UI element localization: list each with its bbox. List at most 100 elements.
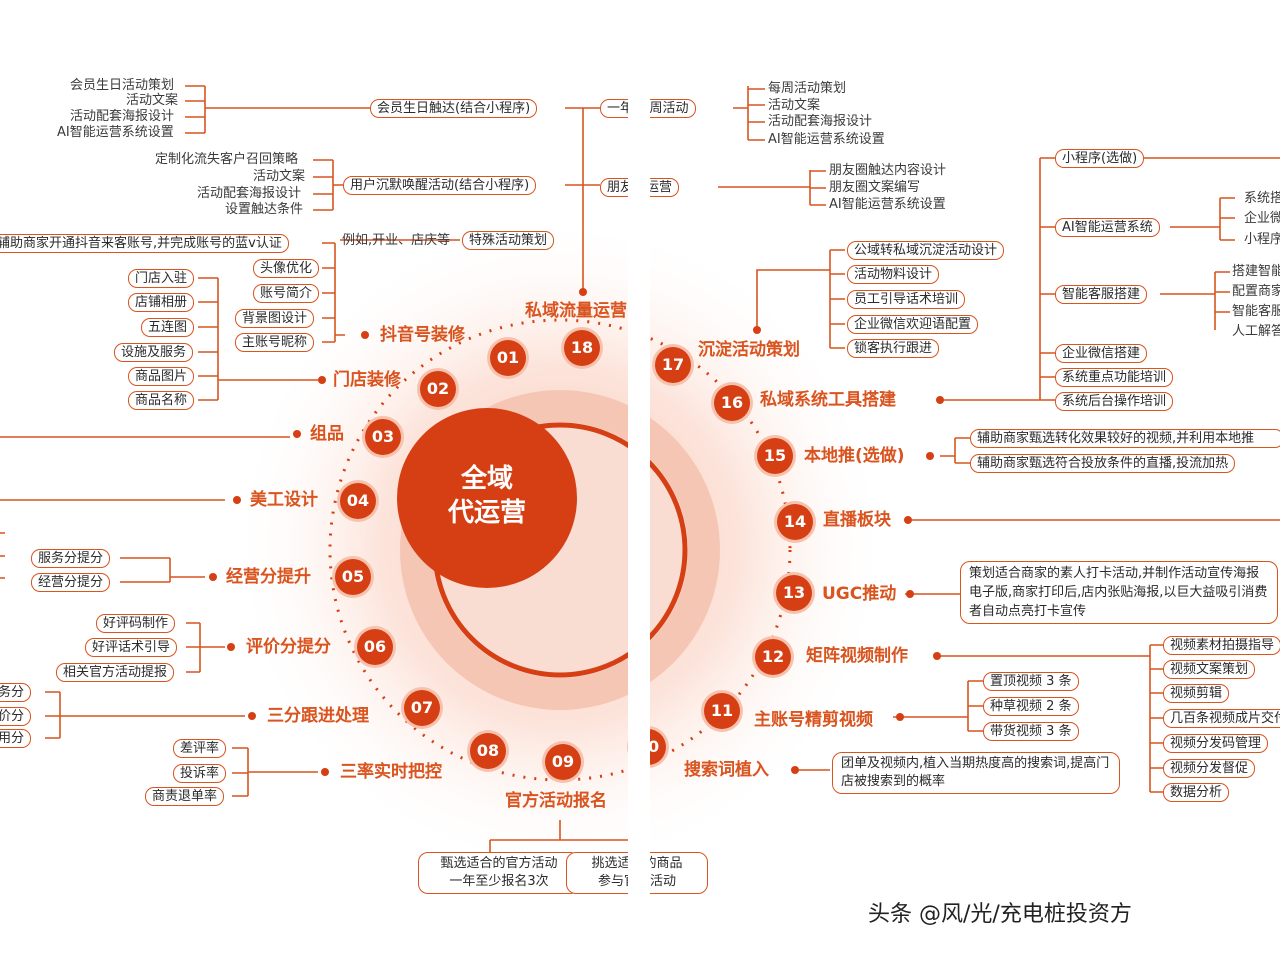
official-a1: 甄选适合的官方活动 bbox=[440, 856, 558, 871]
matrix-item: 视频分发督促 bbox=[1163, 759, 1256, 778]
biz-item: 经营分提分 bbox=[31, 573, 111, 592]
douyin-item: 主账号昵称 bbox=[235, 333, 315, 352]
rate-item: 投诉率 bbox=[173, 764, 227, 783]
birthday-item: 活动文案 bbox=[126, 93, 179, 108]
tools-cs-item: 智能客服 bbox=[1232, 304, 1280, 319]
rate-item: 差评率 bbox=[173, 739, 227, 758]
silent-item: 定制化流失客户召回策略 bbox=[155, 152, 299, 167]
birthday-item: 会员生日活动策划 bbox=[70, 78, 175, 93]
matrix-item: 视频素材拍摄指导 bbox=[1163, 636, 1280, 655]
tools-cs-item: 配置商家 bbox=[1232, 284, 1280, 299]
settle-item: 锁客执行跟进 bbox=[847, 339, 940, 358]
center-line2: 代运营 bbox=[447, 498, 526, 528]
badge-04: 04 bbox=[340, 483, 376, 519]
cat-04: 美工设计 bbox=[250, 490, 318, 510]
birthday-item: AI智能运营系统设置 bbox=[57, 125, 174, 140]
tools-cs: 智能客服搭建 bbox=[1055, 285, 1148, 304]
store-item: 商品名称 bbox=[128, 391, 195, 410]
store-item: 五连图 bbox=[141, 318, 195, 337]
tools-ai-item: 系统搭建 bbox=[1244, 191, 1280, 206]
weekly-item: 活动文案 bbox=[768, 98, 821, 113]
cat-10: 搜索词植入 bbox=[684, 760, 769, 780]
badge-11: 11 bbox=[704, 693, 740, 729]
matrix-item: 数据分析 bbox=[1163, 783, 1230, 802]
badge-16: 16 bbox=[714, 385, 750, 421]
watermark: 头条 @风/光/充电桩投资方 bbox=[868, 902, 1132, 927]
cat-18: 私域流量运营 bbox=[525, 301, 627, 321]
tools-ai-item: 企业微信 bbox=[1244, 211, 1280, 226]
three-item: 服务分 bbox=[0, 683, 32, 702]
cat-03: 组品 bbox=[310, 424, 344, 444]
main-item: 种草视频 2 条 bbox=[983, 697, 1079, 716]
settle-item: 企业微信欢迎语配置 bbox=[847, 315, 979, 334]
badge-13: 13 bbox=[776, 575, 812, 611]
three-item: 信用分 bbox=[0, 729, 32, 748]
store-item: 设施及服务 bbox=[114, 343, 194, 362]
badge-17: 17 bbox=[655, 347, 691, 383]
silent-item: 活动配套海报设计 bbox=[197, 186, 302, 201]
badge-18: 18 bbox=[564, 330, 600, 366]
silent-item: 活动文案 bbox=[253, 169, 306, 184]
cat-07: 三分跟进处理 bbox=[267, 706, 369, 726]
weekly-item: AI智能运营系统设置 bbox=[768, 132, 885, 147]
douyin-account-box: 辅助商家开通抖音来客账号,并完成账号的蓝v认证 bbox=[0, 234, 289, 253]
badge-02: 02 bbox=[420, 371, 456, 407]
tools-wx: 企业微信搭建 bbox=[1055, 344, 1148, 363]
moments-item: 朋友圈触达内容设计 bbox=[829, 163, 947, 178]
review-item: 相关官方活动提报 bbox=[56, 663, 175, 682]
split-divider bbox=[628, 0, 650, 955]
tools-cs-item: 人工解答 bbox=[1232, 324, 1280, 339]
tools-wx: 系统后台操作培训 bbox=[1055, 392, 1174, 411]
matrix-item: 视频剪辑 bbox=[1163, 684, 1230, 703]
three-item: 评价分 bbox=[0, 707, 32, 726]
local-item: 辅助商家甄选符合投放条件的直播,投流加热 bbox=[970, 454, 1236, 473]
moments-item: 朋友圈文案编写 bbox=[829, 180, 921, 195]
special-box: 特殊活动策划 bbox=[462, 231, 555, 250]
badge-14: 14 bbox=[777, 504, 813, 540]
center-hub: 全域 代运营 bbox=[397, 408, 577, 588]
official-box-a: 甄选适合的官方活动 一年至少报名3次 bbox=[418, 852, 580, 894]
weekly-item: 每周活动策划 bbox=[768, 81, 847, 96]
cat-17: 沉淀活动策划 bbox=[698, 340, 800, 360]
tools-ai-item: 小程序 bbox=[1244, 232, 1280, 247]
tools-ai: AI智能运营系统 bbox=[1055, 218, 1160, 237]
birthday-box: 会员生日触达(结合小程序) bbox=[370, 99, 538, 118]
badge-03: 03 bbox=[365, 419, 401, 455]
dotted-ring bbox=[328, 318, 792, 782]
settle-item: 活动物料设计 bbox=[847, 265, 940, 284]
cat-15: 本地推(选做) bbox=[804, 446, 905, 466]
search-text: 团单及视频内,植入当期热度高的搜索词,提高门店被搜索到的概率 bbox=[832, 752, 1120, 794]
matrix-item: 几百条视频成片交付 bbox=[1163, 709, 1280, 728]
badge-01: 01 bbox=[490, 340, 526, 376]
badge-05: 05 bbox=[335, 559, 371, 595]
review-item: 好评话术引导 bbox=[85, 638, 178, 657]
center-line1: 全域 bbox=[460, 464, 513, 494]
douyin-item: 头像优化 bbox=[253, 259, 320, 278]
cat-08: 三率实时把控 bbox=[340, 762, 442, 782]
badge-15: 15 bbox=[757, 438, 793, 474]
review-item: 好评码制作 bbox=[96, 614, 176, 633]
badge-09: 09 bbox=[545, 744, 581, 780]
silent-box: 用户沉默唤醒活动(结合小程序) bbox=[343, 176, 537, 195]
settle-item: 公域转私域沉淀活动设计 bbox=[847, 241, 1005, 260]
cat-11: 主账号精剪视频 bbox=[754, 710, 873, 730]
badge-06: 06 bbox=[357, 629, 393, 665]
matrix-item: 视频分发码管理 bbox=[1163, 734, 1269, 753]
cat-01: 抖音号装修 bbox=[380, 325, 465, 345]
settle-item: 员工引导话术培训 bbox=[847, 290, 966, 309]
cat-12: 矩阵视频制作 bbox=[806, 646, 908, 666]
cat-14: 直播板块 bbox=[823, 510, 891, 530]
local-item: 辅助商家甄选转化效果较好的视频,并利用本地推 bbox=[970, 429, 1280, 448]
badge-08: 08 bbox=[470, 733, 506, 769]
moments-item: AI智能运营系统设置 bbox=[829, 197, 946, 212]
main-item: 置顶视频 3 条 bbox=[983, 672, 1079, 691]
cat-09: 官方活动报名 bbox=[505, 791, 607, 811]
silent-item: 设置触达条件 bbox=[225, 202, 304, 217]
douyin-item: 账号简介 bbox=[253, 284, 320, 303]
cat-16: 私域系统工具搭建 bbox=[760, 390, 896, 410]
cat-13: UGC推动 bbox=[822, 584, 897, 604]
special-note: 例如,开业、店庆等 bbox=[342, 233, 451, 248]
cat-05: 经营分提升 bbox=[226, 567, 311, 587]
matrix-item: 视频文案策划 bbox=[1163, 660, 1256, 679]
tools-wx: 系统重点功能培训 bbox=[1055, 368, 1174, 387]
